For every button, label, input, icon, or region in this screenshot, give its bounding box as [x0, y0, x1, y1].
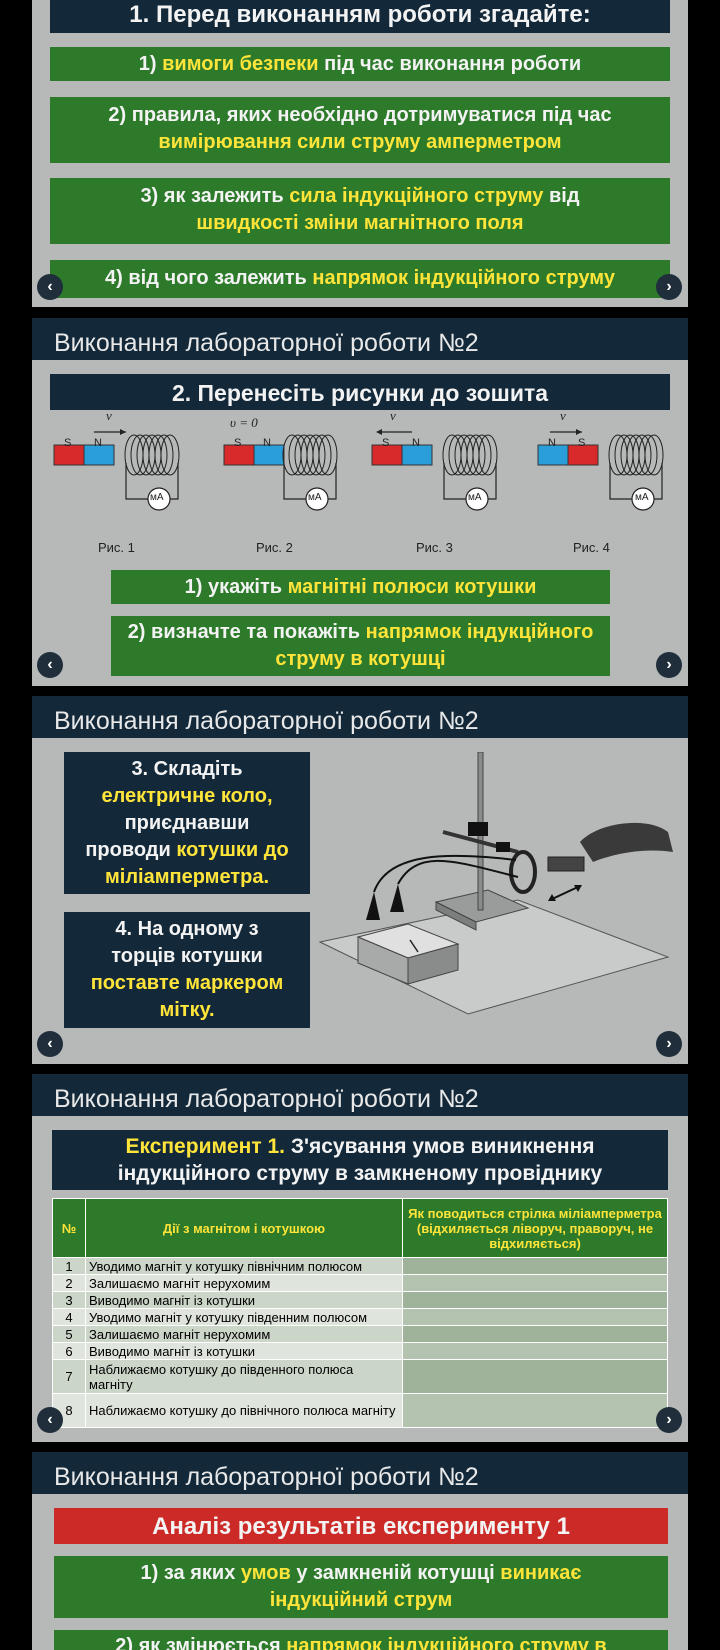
slide1-title-text: 1. Перед виконанням роботи згадайте:	[129, 1, 591, 28]
slide5-question-2: 2) як змінюється напрямок індукційного с…	[54, 1630, 668, 1650]
slide4-header: Виконання лабораторної роботи №2	[32, 1074, 688, 1116]
lab-setup-illustration	[318, 752, 673, 1015]
chevron-right-icon: ›	[666, 1035, 672, 1052]
fig3-velocity: v⃗	[390, 408, 406, 423]
slide-4: Виконання лабораторної роботи №2 Експери…	[32, 1074, 688, 1442]
chevron-left-icon: ‹	[47, 278, 53, 295]
fig1-velocity: v⃗	[106, 408, 122, 423]
fig1-caption: Рис. 1	[98, 540, 135, 555]
chevron-left-icon: ‹	[47, 656, 53, 673]
slide-1: 1. Перед виконанням роботи згадайте: 1) …	[32, 0, 688, 307]
answer-cell[interactable]	[402, 1291, 668, 1309]
slide2-task-2: 2) визначте та покажіть напрямок індукці…	[111, 616, 610, 676]
slide1-title: 1. Перед виконанням роботи згадайте:	[50, 0, 670, 33]
slide5-title: Аналіз результатів експерименту 1	[54, 1508, 668, 1544]
fig3-meter: мА	[468, 492, 482, 503]
fig4-pole-left: N	[548, 437, 556, 449]
fig4-velocity: v⃗	[560, 408, 576, 423]
experiment-table: № Дії з магнітом і котушкою Як поводитьс…	[52, 1198, 668, 1428]
chevron-left-icon: ‹	[47, 1411, 53, 1428]
fig1-meter: мА	[150, 492, 164, 503]
next-slide-button[interactable]: ›	[656, 1407, 682, 1433]
answer-cell[interactable]	[402, 1274, 668, 1292]
slide-5: Виконання лабораторної роботи №2 Аналіз …	[32, 1452, 688, 1650]
fig3-pole-left: S	[382, 437, 390, 449]
slide1-item-3: 3) як залежить сила індукційного струму …	[50, 178, 670, 244]
slide3-box-2: 4. На одному з торців котушки поставте м…	[64, 912, 310, 1028]
chevron-right-icon: ›	[666, 278, 672, 295]
fig2-meter: мА	[308, 492, 322, 503]
answer-cell[interactable]	[402, 1308, 668, 1326]
prev-slide-button[interactable]: ‹	[37, 274, 63, 300]
fig2-caption: Рис. 2	[256, 540, 293, 555]
col-header-number: №	[52, 1198, 86, 1258]
slide1-item-4: 4) від чого залежить напрямок індукційно…	[50, 260, 670, 298]
answer-cell[interactable]	[402, 1257, 668, 1275]
answer-cell[interactable]	[402, 1393, 668, 1428]
slide2-header: Виконання лабораторної роботи №2	[32, 318, 688, 360]
fig3-caption: Рис. 3	[416, 540, 453, 555]
fig1-pole-left: S	[64, 437, 72, 449]
slide3-box-1: 3. Складіть електричне коло, приєднавши …	[64, 752, 310, 894]
next-slide-button[interactable]: ›	[656, 1031, 682, 1057]
slide2-title: 2. Перенесіть рисунки до зошита	[50, 374, 670, 410]
chevron-right-icon: ›	[666, 1411, 672, 1428]
next-slide-button[interactable]: ›	[656, 652, 682, 678]
fig2-pole-right: N	[263, 437, 271, 449]
slide4-title: Експеримент 1. З'ясування умов виникненн…	[52, 1130, 668, 1190]
col-header-actions: Дії з магнітом і котушкою	[85, 1198, 403, 1258]
slide-header-title: Виконання лабораторної роботи №2	[54, 1463, 479, 1491]
prev-slide-button[interactable]: ‹	[37, 1407, 63, 1433]
prev-slide-button[interactable]: ‹	[37, 652, 63, 678]
prev-slide-button[interactable]: ‹	[37, 1031, 63, 1057]
slide2-task-1: 1) укажіть магнітні полюси котушки	[111, 570, 610, 604]
fig4-pole-right: S	[578, 437, 586, 449]
slide-header-title: Виконання лабораторної роботи №2	[54, 329, 479, 357]
fig2-pole-left: S	[234, 437, 242, 449]
answer-cell[interactable]	[402, 1342, 668, 1360]
fig3-pole-right: N	[412, 437, 420, 449]
chevron-left-icon: ‹	[47, 1035, 53, 1052]
slide-3: Виконання лабораторної роботи №2 3. Скла…	[32, 696, 688, 1064]
answer-cell[interactable]	[402, 1359, 668, 1394]
answer-cell[interactable]	[402, 1325, 668, 1343]
fig2-velocity: υ = 0	[230, 415, 258, 430]
slide-header-title: Виконання лабораторної роботи №2	[54, 1085, 479, 1113]
fig4-meter: мА	[635, 492, 649, 503]
fig4-caption: Рис. 4	[573, 540, 610, 555]
fig1-pole-right: N	[94, 437, 102, 449]
slide5-question-1: 1) за яких умов у замкненій котушці вини…	[54, 1556, 668, 1618]
magnet-coil-figures	[53, 429, 664, 511]
slide1-item-1: 1) вимоги безпеки під час виконання робо…	[50, 47, 670, 81]
slide-header-title: Виконання лабораторної роботи №2	[54, 707, 479, 735]
slide3-header: Виконання лабораторної роботи №2	[32, 696, 688, 738]
slide1-item-2: 2) правила, яких необхідно дотримуватися…	[50, 97, 670, 163]
chevron-right-icon: ›	[666, 656, 672, 673]
col-header-needle: Як поводиться стрілка міліамперметра (ві…	[402, 1198, 668, 1258]
slide5-header: Виконання лабораторної роботи №2	[32, 1452, 688, 1494]
slide-2: Виконання лабораторної роботи №2 2. Пере…	[32, 318, 688, 686]
next-slide-button[interactable]: ›	[656, 274, 682, 300]
